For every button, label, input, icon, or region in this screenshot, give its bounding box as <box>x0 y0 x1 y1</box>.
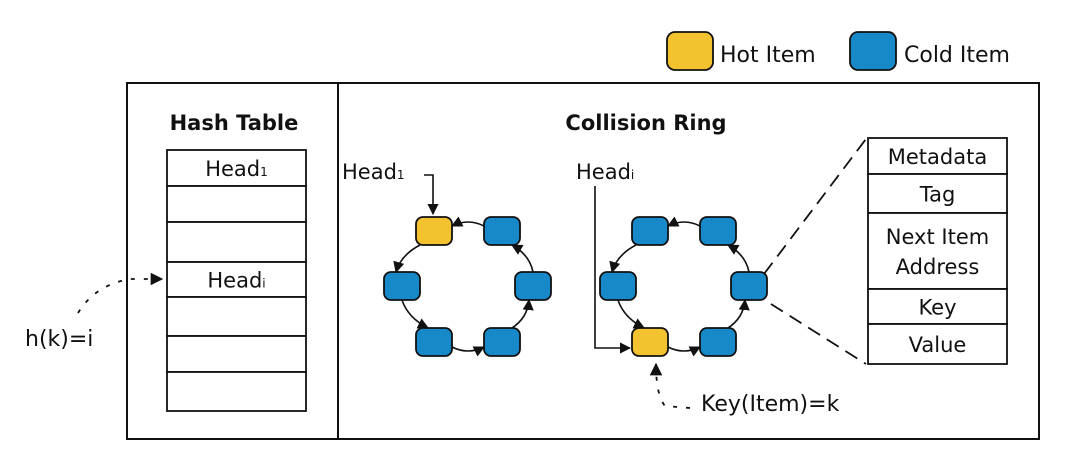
hash-table-row <box>166 371 307 412</box>
key-match-arrow <box>649 362 691 409</box>
metadata-field: Metadata <box>867 137 1008 175</box>
hash-table-row <box>166 335 307 373</box>
hash-table-cell <box>166 335 307 373</box>
hash-function-label: h(k)=i <box>25 327 93 352</box>
key-match-label: Key(Item)=k <box>701 392 840 417</box>
cold-item-node <box>483 327 521 357</box>
legend-hot-swatch <box>666 31 714 71</box>
ring-link-arrow <box>511 244 534 273</box>
ring-link-arrow <box>393 244 421 274</box>
ring2-head-pointer <box>594 186 632 354</box>
zoom-line-bottom <box>770 303 867 365</box>
value-field: Value <box>867 323 1008 365</box>
hash-table-cell-label: Head1 <box>205 157 268 181</box>
hash-table-row: Head1 <box>166 149 307 187</box>
hash-table-cell <box>166 149 307 187</box>
record-cell <box>867 137 1008 175</box>
ring-link-arrow <box>617 299 645 329</box>
cold-item-node <box>483 216 521 246</box>
hash-table-cell <box>166 371 307 412</box>
hash-table-row: Headi <box>166 261 307 298</box>
record-field-label: Metadata <box>888 145 987 169</box>
key-field: Key <box>867 288 1008 325</box>
cold-item-node <box>699 216 737 246</box>
record-cell <box>867 323 1008 365</box>
ring-link-arrow <box>609 244 637 274</box>
record-cell <box>867 173 1008 214</box>
hash-table-cell <box>166 261 307 298</box>
tag-field: Tag <box>867 173 1008 214</box>
cold-item-node <box>730 271 768 301</box>
collision-ring-1 <box>383 216 552 357</box>
record-field-label: Address <box>896 255 980 279</box>
cold-item-node <box>599 271 637 301</box>
ring-link-arrow <box>401 299 429 329</box>
ring-link-arrow <box>727 298 750 329</box>
collision-ring-2 <box>599 216 768 357</box>
hash-table-cell <box>166 185 307 223</box>
hash-table-cell-label: Headi <box>207 269 265 293</box>
ring1-head-label: Head1 <box>342 160 405 184</box>
cold-item-node <box>631 216 669 246</box>
hash-table-row <box>166 296 307 337</box>
record-field-label: Value <box>909 333 967 357</box>
hash-table-cell <box>166 296 307 337</box>
ring-link-arrow <box>666 216 701 227</box>
ring1-head-pointer <box>424 174 439 216</box>
hash-pointer-arrow <box>77 272 164 314</box>
ring-link-arrow <box>451 346 486 357</box>
record-cell <box>867 288 1008 325</box>
outer-frame <box>126 82 1040 440</box>
legend-hot-label: Hot Item <box>720 43 816 68</box>
zoom-line-top <box>763 138 867 275</box>
record-field-label: Tag <box>919 183 956 207</box>
ring-link-arrow <box>511 298 534 329</box>
hash-table-row <box>166 221 307 263</box>
cold-item-node <box>415 327 453 357</box>
ring-link-arrow <box>727 244 750 273</box>
hot-item-node <box>415 216 453 246</box>
legend: Hot Item Cold Item <box>666 31 1010 71</box>
ring-link-arrow <box>667 346 702 357</box>
cold-item-node <box>514 271 552 301</box>
cold-item-node <box>699 327 737 357</box>
record-field-label: Key <box>918 296 956 320</box>
legend-cold-label: Cold Item <box>904 43 1010 68</box>
hash-table-row <box>166 185 307 223</box>
hot-item-node <box>631 327 669 357</box>
ring-link-arrow <box>450 216 485 227</box>
record-field-label: Next Item <box>886 225 989 249</box>
collision-ring-title: Collision Ring <box>565 111 726 135</box>
legend-cold-swatch <box>849 31 897 71</box>
ring2-head-label: Headi <box>576 160 634 184</box>
hash-table-title: Hash Table <box>170 111 299 135</box>
cold-item-node <box>383 271 421 301</box>
hash-table-cell <box>166 221 307 263</box>
record-cell <box>867 212 1008 290</box>
